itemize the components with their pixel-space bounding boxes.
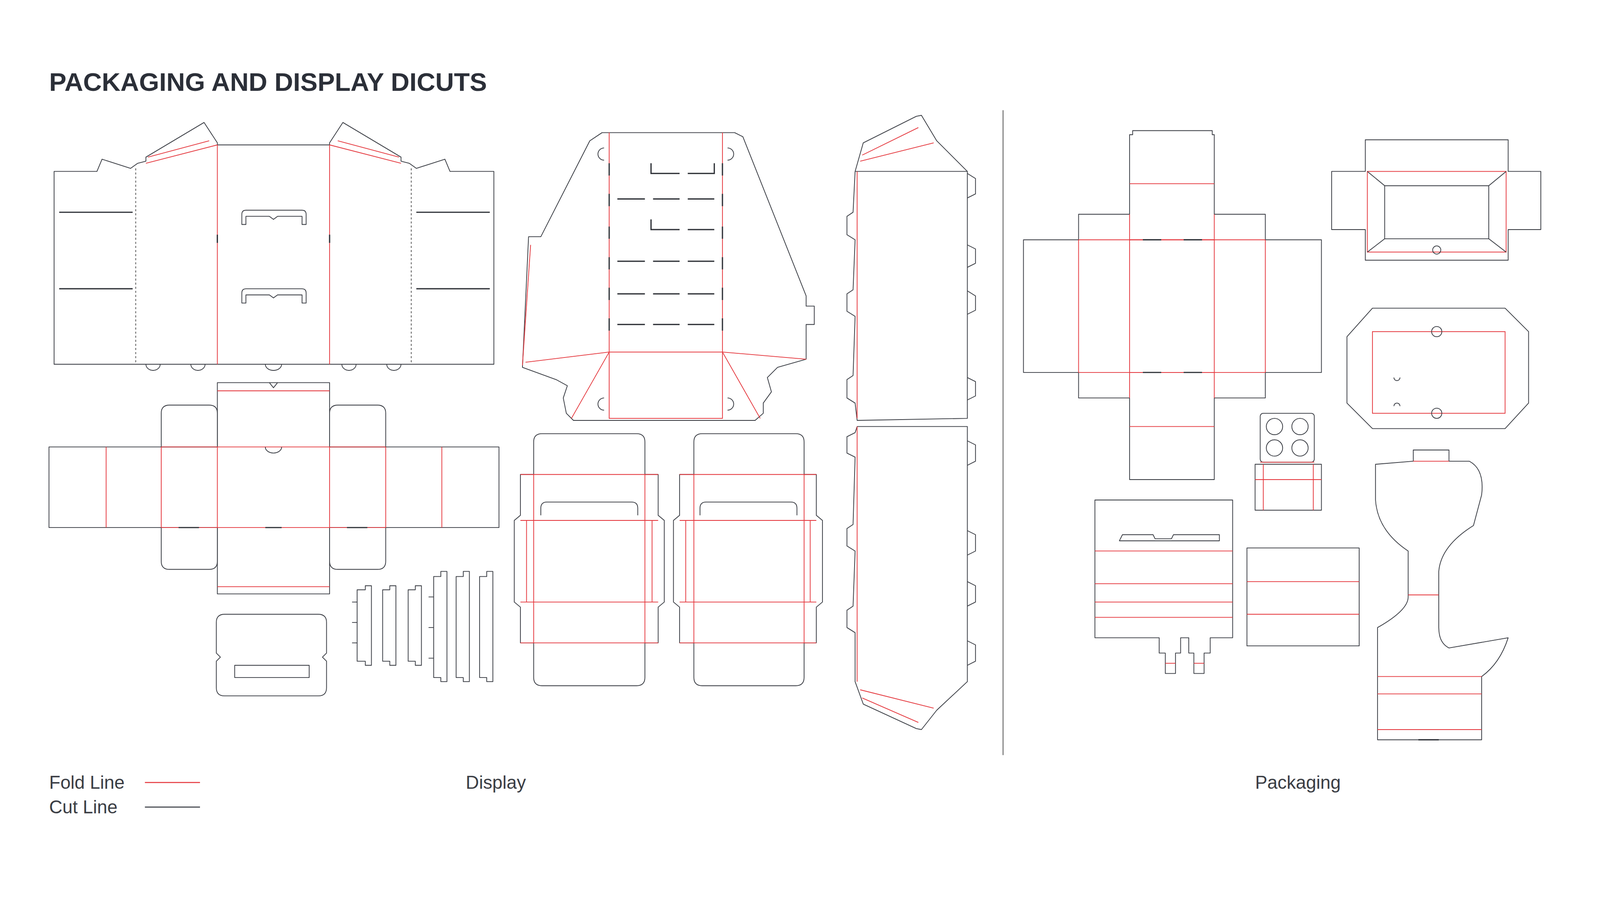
section-label: Packaging (1255, 772, 1341, 793)
packaging-dieline-c (1347, 308, 1529, 429)
packaging-dieline-d (1255, 413, 1322, 511)
display-dieline-g (514, 433, 823, 686)
legend-label: Cut Line (49, 796, 118, 818)
fold-line-sample (145, 782, 200, 784)
packaging-dieline-g (1375, 450, 1508, 740)
packaging-dieline-a (1023, 130, 1322, 480)
display-dieline-d (49, 382, 500, 594)
packaging-dieline-b (1331, 140, 1541, 261)
packaging-dieline-f (1247, 547, 1360, 646)
display-dieline-b (522, 132, 815, 421)
display-dieline-e (216, 614, 327, 696)
section-label: Display (465, 772, 526, 793)
cut-line-sample (145, 806, 200, 808)
packaging-dieline-e (1095, 500, 1233, 674)
display-dieline-a (54, 122, 495, 371)
diagram-title: PACKAGING AND DISPLAY DICUTS (49, 67, 488, 97)
display-dieline-f (352, 571, 493, 682)
display-dieline-c (847, 115, 976, 730)
legend-label: Fold Line (49, 772, 125, 793)
